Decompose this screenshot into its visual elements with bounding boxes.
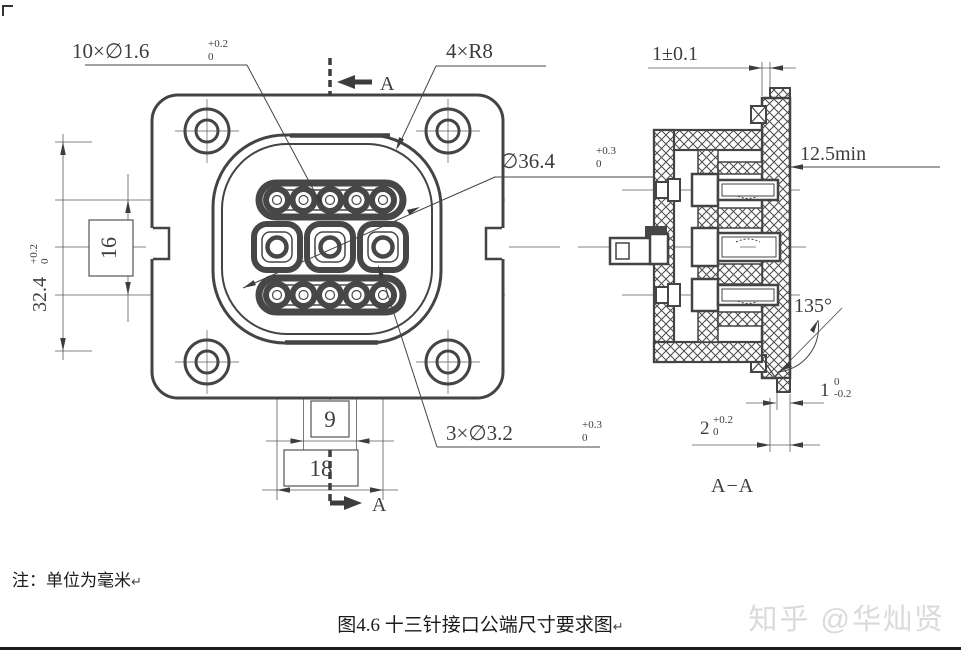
dim-pin-pitch-value: 9 xyxy=(324,407,336,432)
dim-pin-pitch: 9 xyxy=(266,400,394,444)
section-pin-top xyxy=(655,172,780,208)
dim-shell-diameter-value: ∅36.4 xyxy=(500,149,556,173)
dim-power-pins: 3×∅3.2 +0.3 0 xyxy=(378,265,602,448)
section-pin-middle xyxy=(608,226,782,268)
dim-row-pitch: 16 xyxy=(88,174,134,322)
page-corner-mark xyxy=(2,5,13,16)
dim-flange-thickness-value: 2 xyxy=(700,418,710,439)
dim-shell-diameter-tol-upper: +0.3 xyxy=(596,145,616,157)
return-mark: ↵ xyxy=(612,619,624,634)
section-view-label: A−A xyxy=(711,475,754,497)
side-notches xyxy=(146,226,509,261)
figure-caption-text: 图4.6 十三针接口公端尺寸要求图 xyxy=(337,615,613,636)
dim-flange-lip: 1±0.1 xyxy=(648,43,796,96)
dim-depth: 12.5min xyxy=(790,143,940,170)
dim-small-pins-value: 10×∅1.6 xyxy=(72,39,149,63)
units-note: 注：单位为毫米↵ xyxy=(12,566,142,591)
return-mark: ↵ xyxy=(131,574,142,589)
dim-power-pins-tol-lower: 0 xyxy=(582,432,588,444)
bottom-pin-slot xyxy=(255,274,407,316)
dim-flange-thickness-tol-lower: 0 xyxy=(713,426,719,438)
section-marker-bottom-label: A xyxy=(372,494,387,516)
bottom-border xyxy=(0,647,961,650)
dim-step-value: 1 xyxy=(820,380,830,401)
dim-row-pitch-value: 16 xyxy=(96,237,121,259)
dim-shell-diameter-tol-lower: 0 xyxy=(596,158,602,170)
dim-height-tol-lower: 0 xyxy=(39,258,51,264)
section-cut-markers: A A xyxy=(328,58,395,516)
dim-small-pins-tol-upper: +0.2 xyxy=(208,38,228,50)
dim-pin-span: 18 xyxy=(262,449,398,493)
dim-height-tol-upper: +0.2 xyxy=(28,244,40,264)
dim-pin-span-value: 18 xyxy=(310,456,333,481)
dim-flange-lip-value: 1±0.1 xyxy=(652,43,698,65)
dim-corner-radius-value: 4×R8 xyxy=(446,39,493,63)
dim-height: 32.4 +0.2 0 xyxy=(28,134,92,360)
section-pin-bottom xyxy=(655,277,780,313)
dim-flange-thickness-tol-upper: +0.2 xyxy=(713,414,733,426)
dim-step-tol-upper: 0 xyxy=(834,376,840,388)
dim-chamfer-angle: 135° xyxy=(774,295,843,377)
dim-step: 1 0 -0.2 xyxy=(746,376,851,410)
dim-power-pins-tol-upper: +0.3 xyxy=(582,419,602,431)
connector-shell xyxy=(211,133,443,345)
middle-pins xyxy=(251,221,409,273)
dim-chamfer-angle-value: 135° xyxy=(794,295,832,317)
watermark: 知乎 @华灿贤 xyxy=(748,604,945,636)
dim-depth-value: 12.5min xyxy=(800,143,866,165)
dim-small-pins-tol-lower: 0 xyxy=(208,51,214,63)
dim-flange-thickness: 2 +0.2 0 xyxy=(692,394,820,452)
front-view: 32.4 +0.2 0 16 9 18 xyxy=(28,38,658,516)
section-marker-top-label: A xyxy=(380,73,395,95)
dim-corner-radius: 4×R8 xyxy=(396,39,546,150)
dim-step-tol-lower: -0.2 xyxy=(834,388,851,400)
dim-shell-diameter: ∅36.4 +0.3 0 xyxy=(242,145,658,289)
dim-small-pins: 10×∅1.6 +0.2 0 xyxy=(72,38,323,206)
top-pin-slot xyxy=(255,179,407,221)
dim-power-pins-value: 3×∅3.2 xyxy=(446,421,513,445)
section-view: 1±0.1 12.5min 135° 1 0 -0.2 xyxy=(578,43,940,497)
figure-caption: 图4.6 十三针接口公端尺寸要求图↵ xyxy=(0,610,961,637)
mounting-holes xyxy=(175,99,480,394)
units-note-text: 注：单位为毫米 xyxy=(12,571,131,590)
dim-height-value: 32.4 xyxy=(29,277,51,312)
